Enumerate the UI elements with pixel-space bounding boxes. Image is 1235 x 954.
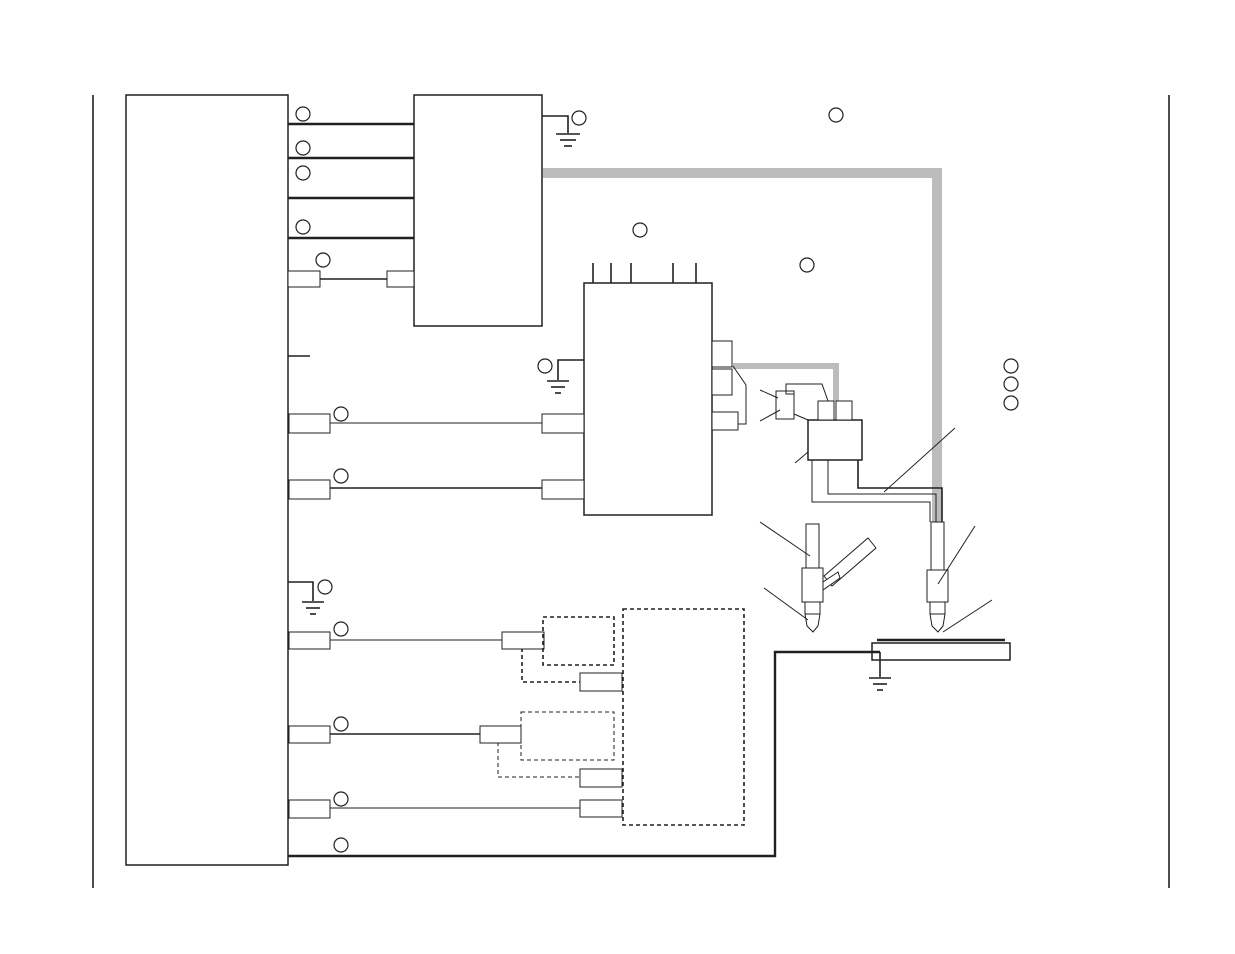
callout-marker [333, 837, 349, 853]
callout-markers [295, 106, 1019, 853]
callout-marker [295, 106, 311, 122]
callout-marker [333, 716, 349, 732]
callout-marker [333, 468, 349, 484]
ground-symbol [542, 115, 580, 147]
callout-marker [1003, 395, 1019, 411]
callout-marker [537, 358, 553, 374]
nozzle-right [926, 521, 993, 633]
callout-marker [295, 219, 311, 235]
callout-marker [333, 621, 349, 637]
interface-module [413, 94, 543, 327]
nozzle-left [759, 521, 877, 633]
lower-circuit-wires [330, 639, 580, 809]
upper-harness-wires [288, 122, 414, 357]
work-platen [288, 638, 1011, 858]
callout-marker [799, 257, 815, 273]
page-margin-lines [92, 95, 1170, 888]
callout-marker [295, 165, 311, 181]
ground-symbol [547, 359, 584, 394]
callout-marker [1003, 358, 1019, 374]
callout-marker [317, 579, 333, 595]
callout-marker [828, 107, 844, 123]
callout-marker [571, 110, 587, 126]
control-unit-wires [330, 422, 542, 489]
ground-symbol [288, 581, 324, 615]
connector-plugs-lower [288, 631, 623, 819]
air-hose-lines [543, 168, 942, 522]
controller-module [125, 94, 289, 866]
control-unit-ports [711, 340, 739, 431]
callout-marker [333, 791, 349, 807]
callout-marker [333, 406, 349, 422]
connector-plugs-middle [288, 413, 585, 500]
callout-marker [295, 140, 311, 156]
connector-plugs-upper [287, 270, 415, 288]
callout-marker [632, 222, 648, 238]
callout-marker [1003, 376, 1019, 392]
dashed-enclosures [520, 608, 745, 826]
control-unit [583, 282, 713, 516]
sensor-harness [811, 427, 956, 522]
valve-manifold [732, 365, 863, 464]
callout-marker [315, 252, 331, 268]
control-unit-pins [592, 263, 697, 283]
